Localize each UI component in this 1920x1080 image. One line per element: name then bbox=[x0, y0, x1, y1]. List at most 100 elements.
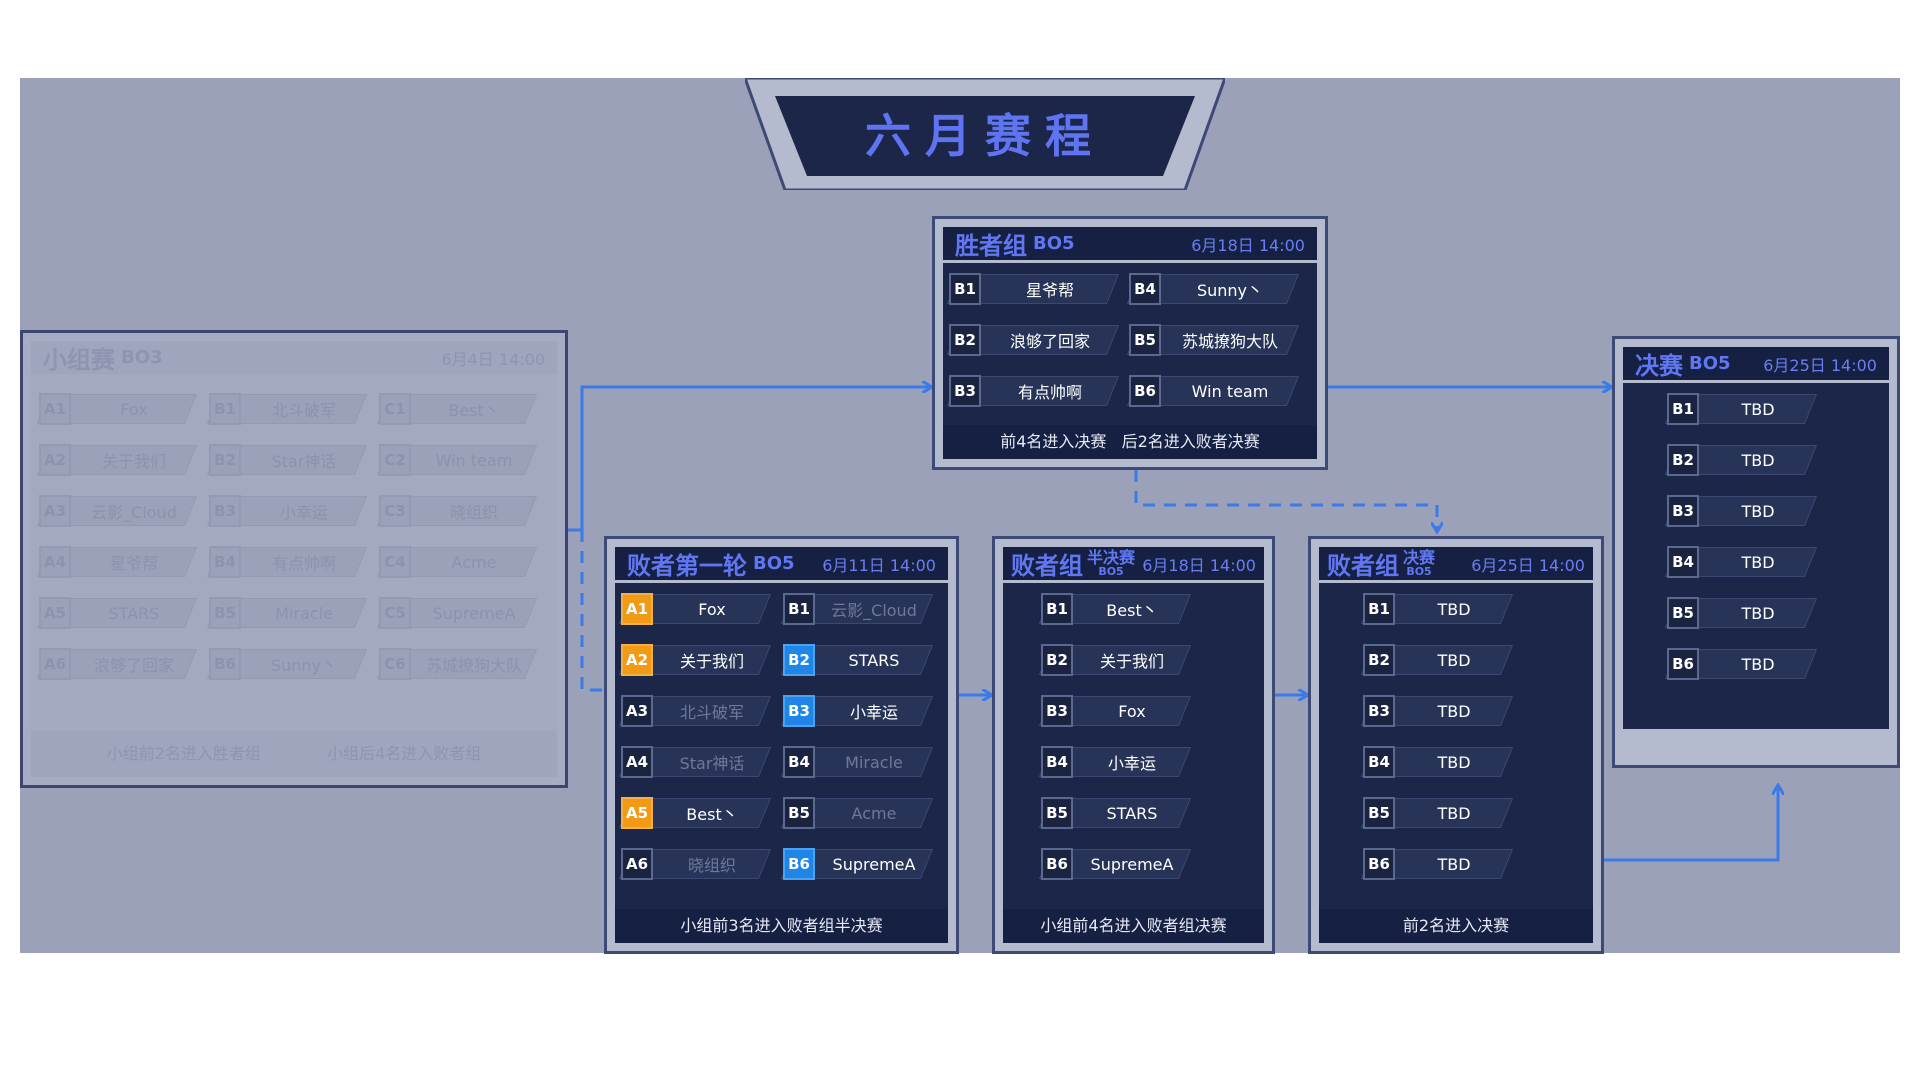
team-name: Star神话 bbox=[679, 754, 745, 773]
team-name: 浪够了回家 bbox=[1009, 332, 1090, 351]
team-name: Best丶 bbox=[448, 401, 500, 420]
team-name: Acme bbox=[851, 803, 897, 823]
team-name: 星爷帮 bbox=[109, 554, 158, 573]
losers-semi-format: BO5 bbox=[1098, 565, 1124, 578]
seed-badge: B1 bbox=[1363, 593, 1395, 625]
team-name: Win team bbox=[435, 450, 513, 470]
seed-badge: C1 bbox=[379, 393, 411, 425]
team-name: SupremeA bbox=[432, 603, 516, 623]
seed-badge: C5 bbox=[379, 597, 411, 629]
team-slot: C2 Win team bbox=[376, 442, 537, 478]
seed-badge: B3 bbox=[1363, 695, 1395, 727]
team-name: 关于我们 bbox=[101, 452, 166, 471]
team-slot: B5 TBD bbox=[1664, 595, 1817, 631]
losers-semi-title: 败者组 bbox=[1011, 552, 1083, 580]
losers-final-format: BO5 bbox=[1406, 565, 1432, 578]
team-slot: A3 北斗破军 bbox=[618, 693, 771, 729]
team-name: 星爷帮 bbox=[1025, 281, 1074, 300]
seed-badge: B3 bbox=[1041, 695, 1073, 727]
seed-badge: A1 bbox=[621, 593, 653, 625]
seed-badge: B2 bbox=[209, 444, 241, 476]
title-plate bbox=[745, 78, 1225, 190]
seed-badge: A6 bbox=[621, 848, 653, 880]
team-name: TBD bbox=[1741, 450, 1775, 470]
seed-badge: A6 bbox=[39, 648, 71, 680]
team-slot: B1 TBD bbox=[1664, 391, 1817, 427]
losers-round1-title: 败者第一轮 bbox=[627, 552, 747, 580]
team-slot: C5 SupremeA bbox=[376, 595, 537, 631]
team-slot: A6 晓组织 bbox=[618, 846, 771, 882]
team-slot: B2 Star神话 bbox=[206, 442, 367, 478]
team-name: 晓组织 bbox=[687, 856, 736, 875]
team-name: Win team bbox=[1191, 381, 1269, 401]
seed-badge: B3 bbox=[209, 495, 241, 527]
team-slot: B3 小幸运 bbox=[206, 493, 367, 529]
team-name: TBD bbox=[1741, 501, 1775, 521]
team-name: TBD bbox=[1741, 603, 1775, 623]
seed-badge: B1 bbox=[1667, 393, 1699, 425]
team-name: Fox bbox=[120, 399, 148, 419]
seed-badge: A3 bbox=[621, 695, 653, 727]
group-stage-date: 6月4日 14:00 bbox=[441, 349, 545, 369]
team-name: TBD bbox=[1437, 650, 1471, 670]
team-name: 云影_Cloud bbox=[91, 503, 177, 522]
team-name: 小幸运 bbox=[1107, 754, 1156, 773]
grand-final-title: 决赛 bbox=[1635, 352, 1683, 380]
seed-badge: B6 bbox=[1667, 648, 1699, 680]
seed-badge: B2 bbox=[949, 324, 981, 356]
team-name: 小幸运 bbox=[279, 503, 328, 522]
team-name: STARS bbox=[848, 650, 900, 670]
seed-badge: B4 bbox=[1129, 273, 1161, 305]
losers-semi-footer: 小组前4名进入败者组决赛 bbox=[1003, 909, 1264, 943]
team-slot: C1 Best丶 bbox=[376, 391, 537, 427]
team-name: 有点帅啊 bbox=[271, 554, 336, 573]
team-name: 关于我们 bbox=[679, 652, 744, 671]
team-name: Star神话 bbox=[271, 452, 337, 471]
seed-badge: C2 bbox=[379, 444, 411, 476]
team-name: 北斗破军 bbox=[679, 703, 744, 722]
seed-badge: B6 bbox=[1363, 848, 1395, 880]
team-name: Acme bbox=[451, 552, 497, 572]
team-name: TBD bbox=[1741, 399, 1775, 419]
team-name: 苏城撩狗大队 bbox=[1181, 332, 1278, 351]
team-name: SupremeA bbox=[832, 854, 916, 874]
seed-badge: B1 bbox=[783, 593, 815, 625]
team-name: STARS bbox=[1106, 803, 1158, 823]
team-name: 浪够了回家 bbox=[93, 656, 174, 675]
grand-final-date: 6月25日 14:00 bbox=[1763, 355, 1877, 375]
seed-badge: B5 bbox=[783, 797, 815, 829]
seed-badge: B5 bbox=[1667, 597, 1699, 629]
team-name: Fox bbox=[698, 599, 726, 619]
losers-semi-date: 6月18日 14:00 bbox=[1142, 555, 1256, 575]
seed-badge: B5 bbox=[1363, 797, 1395, 829]
team-name: SupremeA bbox=[1090, 854, 1174, 874]
team-name: 小幸运 bbox=[849, 703, 898, 722]
seed-badge: B4 bbox=[783, 746, 815, 778]
group-stage-footer-right: 小组后4名进入败者组 bbox=[327, 744, 482, 763]
winners-group-date: 6月18日 14:00 bbox=[1191, 235, 1305, 255]
seed-badge: C4 bbox=[379, 546, 411, 578]
group-stage-title: 小组赛 bbox=[43, 346, 115, 374]
team-name: 关于我们 bbox=[1099, 652, 1164, 671]
